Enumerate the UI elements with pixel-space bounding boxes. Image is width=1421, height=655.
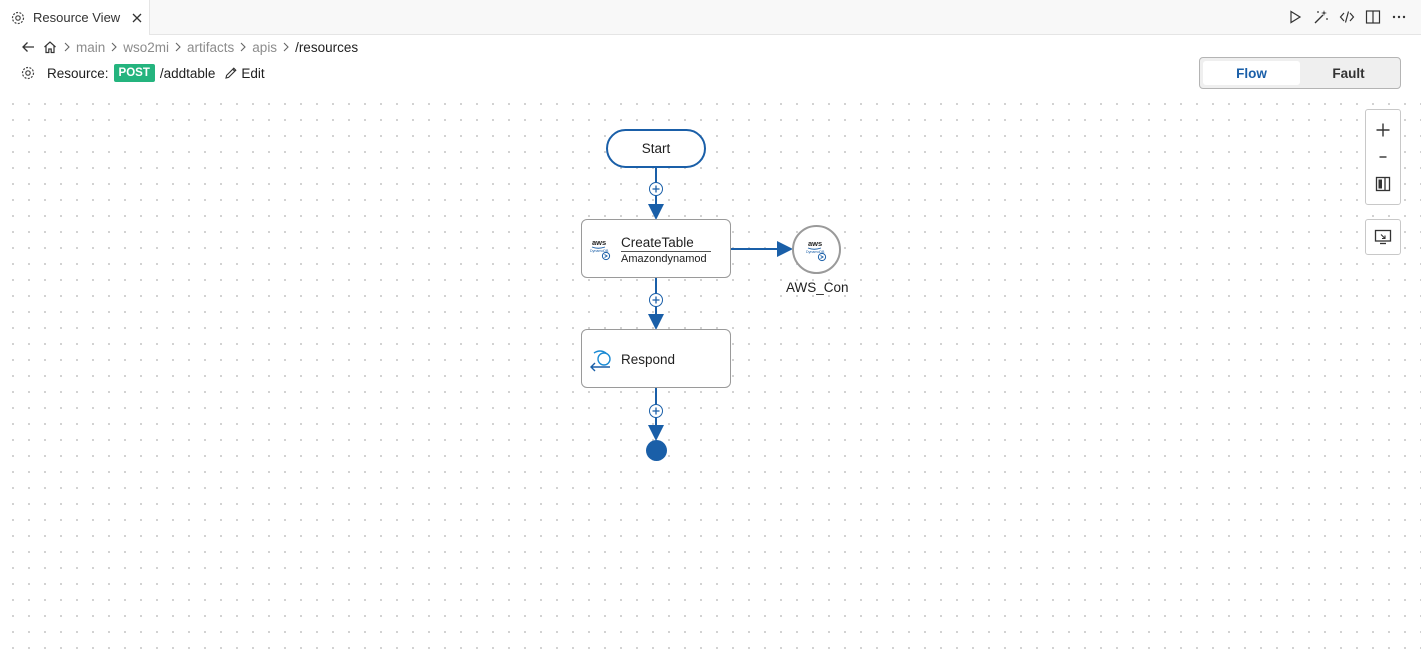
fit-screen-icon[interactable] bbox=[1372, 173, 1394, 195]
respond-node[interactable]: Respond bbox=[581, 329, 731, 388]
run-icon[interactable] bbox=[1287, 9, 1303, 25]
resource-header: Resource: POST /addtable Edit bbox=[20, 62, 265, 84]
plus-icon bbox=[651, 406, 661, 416]
chevron-right-icon bbox=[237, 40, 249, 54]
chevron-right-icon bbox=[172, 40, 184, 54]
add-mediator-button[interactable] bbox=[649, 293, 663, 307]
plus-icon bbox=[651, 184, 661, 194]
tab-resource-view[interactable]: Resource View bbox=[0, 0, 150, 35]
breadcrumb-item-apis[interactable]: apis bbox=[252, 39, 278, 55]
view-toggle: Flow Fault bbox=[1199, 57, 1401, 89]
createtable-node[interactable]: aws DynamoDB CreateTable Amazondynamod bbox=[581, 219, 731, 278]
screenshot-icon bbox=[1374, 229, 1392, 245]
zoom-controls bbox=[1365, 109, 1401, 205]
gear-icon bbox=[20, 65, 36, 81]
divider bbox=[621, 251, 711, 252]
more-icon[interactable] bbox=[1391, 9, 1407, 25]
breadcrumb-item-wso2mi[interactable]: wso2mi bbox=[123, 39, 170, 55]
chevron-right-icon bbox=[61, 40, 73, 54]
chevron-right-icon bbox=[108, 40, 120, 54]
chevron-right-icon bbox=[280, 40, 292, 54]
start-node[interactable]: Start bbox=[606, 129, 706, 168]
svg-text:DynamoDB: DynamoDB bbox=[806, 250, 825, 254]
svg-text:aws: aws bbox=[808, 239, 822, 248]
svg-text:aws: aws bbox=[592, 238, 606, 247]
breadcrumb-item-main[interactable]: main bbox=[76, 39, 106, 55]
tab-title: Resource View bbox=[33, 10, 121, 25]
screenshot-button[interactable] bbox=[1365, 219, 1401, 255]
aws-dynamodb-icon: aws DynamoDB bbox=[590, 237, 612, 261]
back-arrow-icon[interactable] bbox=[20, 39, 36, 55]
breadcrumb-item-artifacts[interactable]: artifacts bbox=[187, 39, 235, 55]
zoom-in-icon[interactable] bbox=[1372, 119, 1394, 141]
breadcrumb: main wso2mi artifacts apis /resources bbox=[20, 38, 358, 56]
home-icon[interactable] bbox=[42, 39, 58, 55]
edit-label: Edit bbox=[241, 65, 265, 81]
plus-icon bbox=[651, 295, 661, 305]
end-node bbox=[646, 440, 667, 461]
mediator-subtitle: Amazondynamod bbox=[621, 253, 707, 265]
tab-fault[interactable]: Fault bbox=[1332, 65, 1365, 81]
method-badge: POST bbox=[113, 64, 155, 82]
close-icon[interactable] bbox=[129, 10, 145, 26]
tab-flow[interactable]: Flow bbox=[1203, 61, 1300, 85]
gear-icon bbox=[10, 10, 26, 26]
connection-label: AWS_Con bbox=[786, 280, 849, 295]
start-label: Start bbox=[641, 141, 671, 156]
resource-label: Resource: bbox=[47, 65, 109, 81]
editor-actions bbox=[1287, 9, 1407, 25]
svg-text:DynamoDB: DynamoDB bbox=[590, 249, 609, 253]
resource-path: /addtable bbox=[159, 65, 216, 81]
mediator-title: CreateTable bbox=[621, 235, 694, 250]
code-icon[interactable] bbox=[1339, 9, 1355, 25]
add-mediator-button[interactable] bbox=[649, 182, 663, 196]
split-editor-icon[interactable] bbox=[1365, 9, 1381, 25]
breadcrumb-item-resources: /resources bbox=[295, 39, 359, 55]
pencil-icon bbox=[224, 66, 238, 80]
add-mediator-button[interactable] bbox=[649, 404, 663, 418]
aws-dynamodb-icon: aws DynamoDB bbox=[806, 238, 828, 262]
respond-icon bbox=[586, 348, 612, 372]
magic-wand-icon[interactable] bbox=[1313, 9, 1329, 25]
connection-node[interactable]: aws DynamoDB bbox=[792, 225, 841, 274]
edit-button[interactable]: Edit bbox=[224, 65, 265, 81]
mediator-title: Respond bbox=[621, 352, 676, 367]
editor-tab-bar: Resource View bbox=[0, 0, 1421, 35]
zoom-out-icon[interactable] bbox=[1372, 146, 1394, 168]
